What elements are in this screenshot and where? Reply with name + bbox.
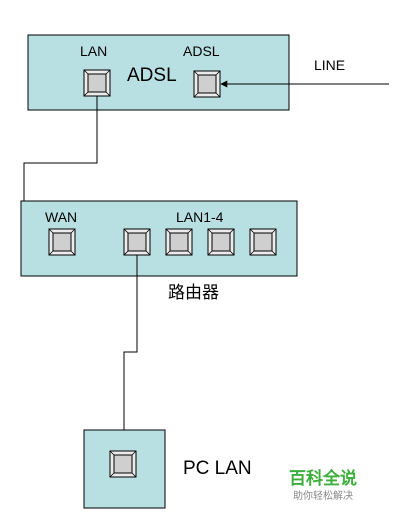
adsl-lan-label: LAN bbox=[80, 43, 107, 59]
adsl-modem-box bbox=[27, 34, 290, 111]
router-to-pc-cable bbox=[120, 255, 138, 452]
adsl-line-port bbox=[193, 70, 221, 98]
router-caption: 路由器 bbox=[168, 283, 219, 303]
watermark-subtitle: 助你轻松解决 bbox=[293, 489, 353, 502]
pc-caption: PC LAN bbox=[183, 458, 252, 479]
router-wan-label: WAN bbox=[45, 209, 77, 225]
adsl-port-label: ADSL bbox=[183, 43, 220, 59]
line-label: LINE bbox=[314, 57, 345, 73]
router-lan-ports-label: LAN1-4 bbox=[176, 209, 224, 225]
adsl-lan-port bbox=[83, 69, 111, 97]
router-lan4-port bbox=[249, 228, 277, 256]
watermark-title: 百科全说 bbox=[289, 468, 357, 489]
router-lan2-port bbox=[165, 228, 193, 256]
adsl-title: ADSL bbox=[127, 65, 177, 86]
router-lan1-port bbox=[123, 228, 151, 256]
router-lan3-port bbox=[207, 228, 235, 256]
pc-lan-port bbox=[109, 450, 137, 478]
router-wan-port bbox=[48, 228, 76, 256]
